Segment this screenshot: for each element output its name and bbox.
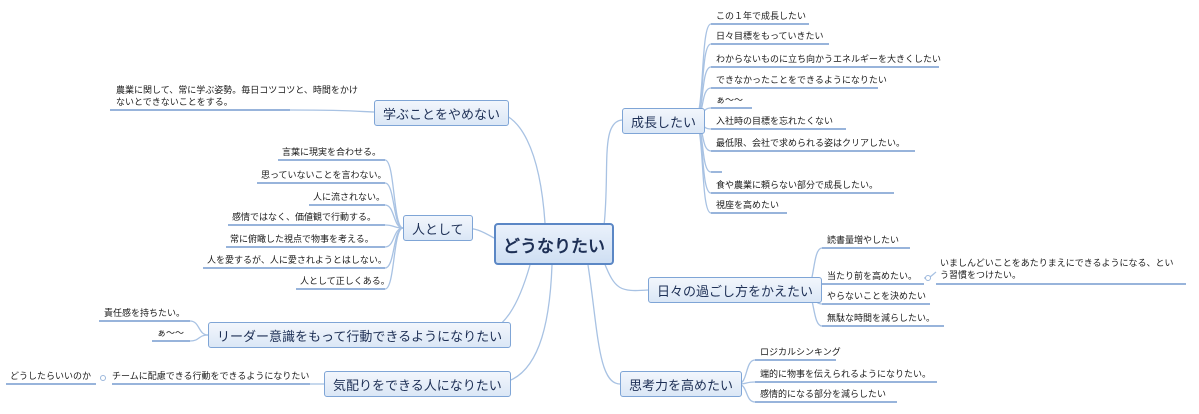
collapse-toggle-icon[interactable]	[925, 275, 931, 281]
person-item[interactable]: 人として正しくある。	[300, 277, 390, 287]
person-item[interactable]: 言葉に現実を合わせる。	[282, 148, 382, 158]
care-item[interactable]: チームに配慮できる行動をできるようになりたい	[112, 372, 310, 382]
daily-item[interactable]: 無駄な時間を減らしたい。	[827, 314, 936, 324]
person-item[interactable]: 人に流されない。	[313, 193, 386, 203]
growth-item[interactable]: 入社時の目標を忘れたくない	[716, 117, 834, 127]
growth-item[interactable]: 食や農業に頼らない部分で成長したい。	[716, 181, 879, 191]
daily-item[interactable]: 読書量増やしたい	[827, 236, 900, 246]
growth-item[interactable]: 視座を高めたい	[716, 201, 780, 211]
growth-item[interactable]: 最低限、会社で求められる姿はクリアしたい。	[716, 139, 906, 149]
growth-item[interactable]: できなかったことをできるようになりたい	[716, 76, 887, 86]
person-item[interactable]: 思っていないことを言わない。	[261, 171, 387, 181]
central-topic[interactable]: どうなりたい	[494, 223, 614, 265]
topic-as-a-person[interactable]: 人として	[403, 215, 473, 241]
person-item[interactable]: 人を愛するが、人に愛されようとはしない。	[207, 256, 387, 266]
thinking-item[interactable]: 端的に物事を伝えられるようになりたい。	[760, 370, 932, 380]
growth-item[interactable]: ぁ～～	[716, 96, 744, 106]
care-subitem[interactable]: どうしたらいいのか	[10, 372, 92, 382]
learning-note[interactable]: 農業に関して、常に学ぶ姿勢。毎日コツコツと、時間をかけないとできないことをする。	[116, 86, 358, 108]
growth-item[interactable]: この１年で成長したい	[716, 12, 807, 22]
thinking-item[interactable]: 感情的になる部分を減らしたい	[760, 390, 887, 400]
leader-item[interactable]: ぁ～～	[157, 329, 185, 339]
growth-item[interactable]: わからないものに立ち向かうエネルギーを大きくしたい	[716, 55, 942, 65]
topic-growth[interactable]: 成長したい	[622, 108, 706, 134]
topic-keep-learning[interactable]: 学ぶことをやめない	[374, 100, 510, 126]
topic-leadership[interactable]: リーダー意識をもって行動できるようになりたい	[208, 322, 512, 348]
collapse-toggle-icon[interactable]	[100, 375, 106, 381]
person-item[interactable]: 感情ではなく、価値観で行動する。	[232, 213, 377, 223]
growth-item[interactable]: 日々目標をもっていきたい	[716, 32, 824, 42]
topic-attentiveness[interactable]: 気配りをできる人になりたい	[324, 371, 511, 397]
daily-item[interactable]: 当たり前を高めたい。	[827, 272, 918, 282]
leader-item[interactable]: 責任感を持ちたい。	[104, 309, 186, 319]
daily-subitem[interactable]: いましんどいことをあたりまえにできるようになる、という習慣をつけたい。	[940, 259, 1174, 281]
thinking-item[interactable]: ロジカルシンキング	[760, 348, 841, 358]
person-item[interactable]: 常に俯瞰した視点で物事を考える。	[230, 235, 374, 245]
daily-item[interactable]: やらないことを決めたい	[827, 292, 927, 302]
topic-thinking[interactable]: 思考力を高めたい	[620, 371, 743, 397]
topic-daily-habits[interactable]: 日々の過ごし方をかえたい	[648, 277, 823, 303]
